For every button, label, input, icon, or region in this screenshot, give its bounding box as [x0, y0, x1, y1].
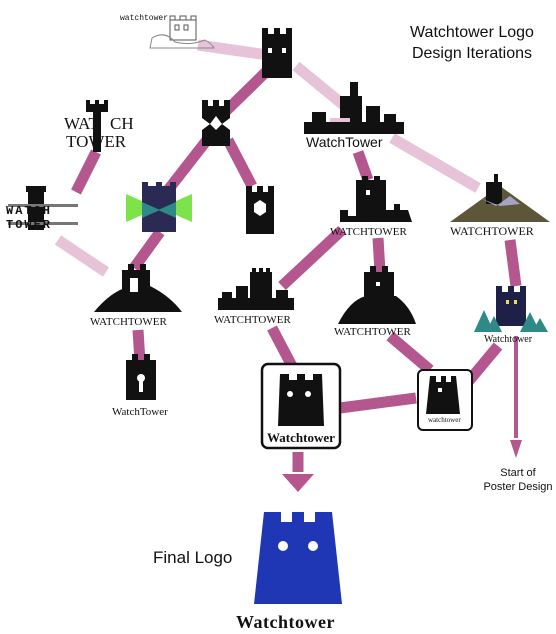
connection-paths — [54, 39, 522, 472]
skyline-castle-icon — [304, 82, 404, 134]
final-wordmark: Watchtower — [236, 612, 335, 632]
rock-tower-icon — [338, 266, 416, 324]
label-ch: CH — [110, 114, 134, 133]
path-stylized-to-hill — [54, 235, 110, 277]
final-logo-icon — [254, 512, 342, 604]
path-hill-to-keyhole — [132, 329, 146, 363]
path-chess-to-bow — [163, 136, 212, 194]
framed-tower-icon — [260, 362, 342, 450]
path-townscape-to-framed — [267, 325, 297, 369]
path-sketch-to-castle — [197, 39, 269, 61]
label-watchtower-lower: watchtower — [428, 416, 461, 424]
townscape-icon — [218, 268, 294, 310]
final-logo-label: Final Logo — [153, 548, 233, 567]
label-wat: WAT — [64, 114, 99, 133]
path-bow-to-hill — [129, 228, 165, 272]
arrow-to-poster — [510, 440, 522, 458]
label-watchtower-mixed-2: WatchTower — [112, 406, 168, 418]
sketch-label: watchtower — [120, 14, 169, 23]
small-framed-tower-icon — [417, 369, 473, 431]
path-mountain-to-teal — [504, 239, 522, 287]
diagram-title: Watchtower Logo Design Iterations — [392, 22, 552, 64]
label-watchtower-title-2: Watchtower — [267, 430, 335, 445]
path-skyline-to-mountain — [389, 133, 481, 193]
hill-tower-icon — [94, 264, 182, 312]
label-watchtower-title-1: Watchtower — [484, 334, 533, 345]
start-poster-line-1: Start of — [500, 467, 536, 479]
watchtower-split-mark — [86, 100, 108, 152]
label-tower: TOWER — [66, 132, 127, 151]
castle-top-icon — [262, 28, 292, 78]
path-rocktower-to-smallframe — [386, 331, 434, 375]
label-watchtower-caps-1: WATCHTOWER — [330, 226, 407, 238]
sketch-drawing — [149, 15, 215, 49]
start-poster-label: Start of Poster Design — [478, 466, 556, 494]
teal-tree-tower-icon — [474, 286, 548, 332]
label-watchtower-caps-3: WATCHTOWER — [90, 316, 167, 328]
path-chess-to-hex — [223, 137, 257, 189]
path-fort-to-rocktower — [372, 237, 386, 273]
title-line-2: Design Iterations — [411, 45, 533, 62]
fort-icon — [332, 176, 412, 222]
bowtie-tower-icon — [126, 182, 192, 232]
label-stylized: WATCH TOWER — [6, 204, 53, 232]
path-watchtower-text-to-stylized — [71, 149, 101, 195]
mountain-castle-icon — [450, 174, 550, 222]
label-watchtower-mixed-1: WatchTower — [306, 134, 383, 150]
stylized-watchtower-icon — [8, 186, 78, 230]
label-watchtower-caps-5: WATCHTOWER — [334, 326, 411, 338]
label-watchtower-caps-4: WATCHTOWER — [214, 314, 291, 326]
title-line-1: Watchtower Logo — [410, 24, 534, 41]
start-poster-line-2: Poster Design — [483, 481, 553, 493]
path-smallframe-to-framed — [339, 392, 417, 414]
label-watchtower-caps-2: WATCHTOWER — [450, 224, 534, 238]
path-fort-to-townscape — [278, 225, 346, 291]
path-skyline-to-fort — [352, 150, 374, 182]
arrow-to-final — [282, 474, 314, 492]
